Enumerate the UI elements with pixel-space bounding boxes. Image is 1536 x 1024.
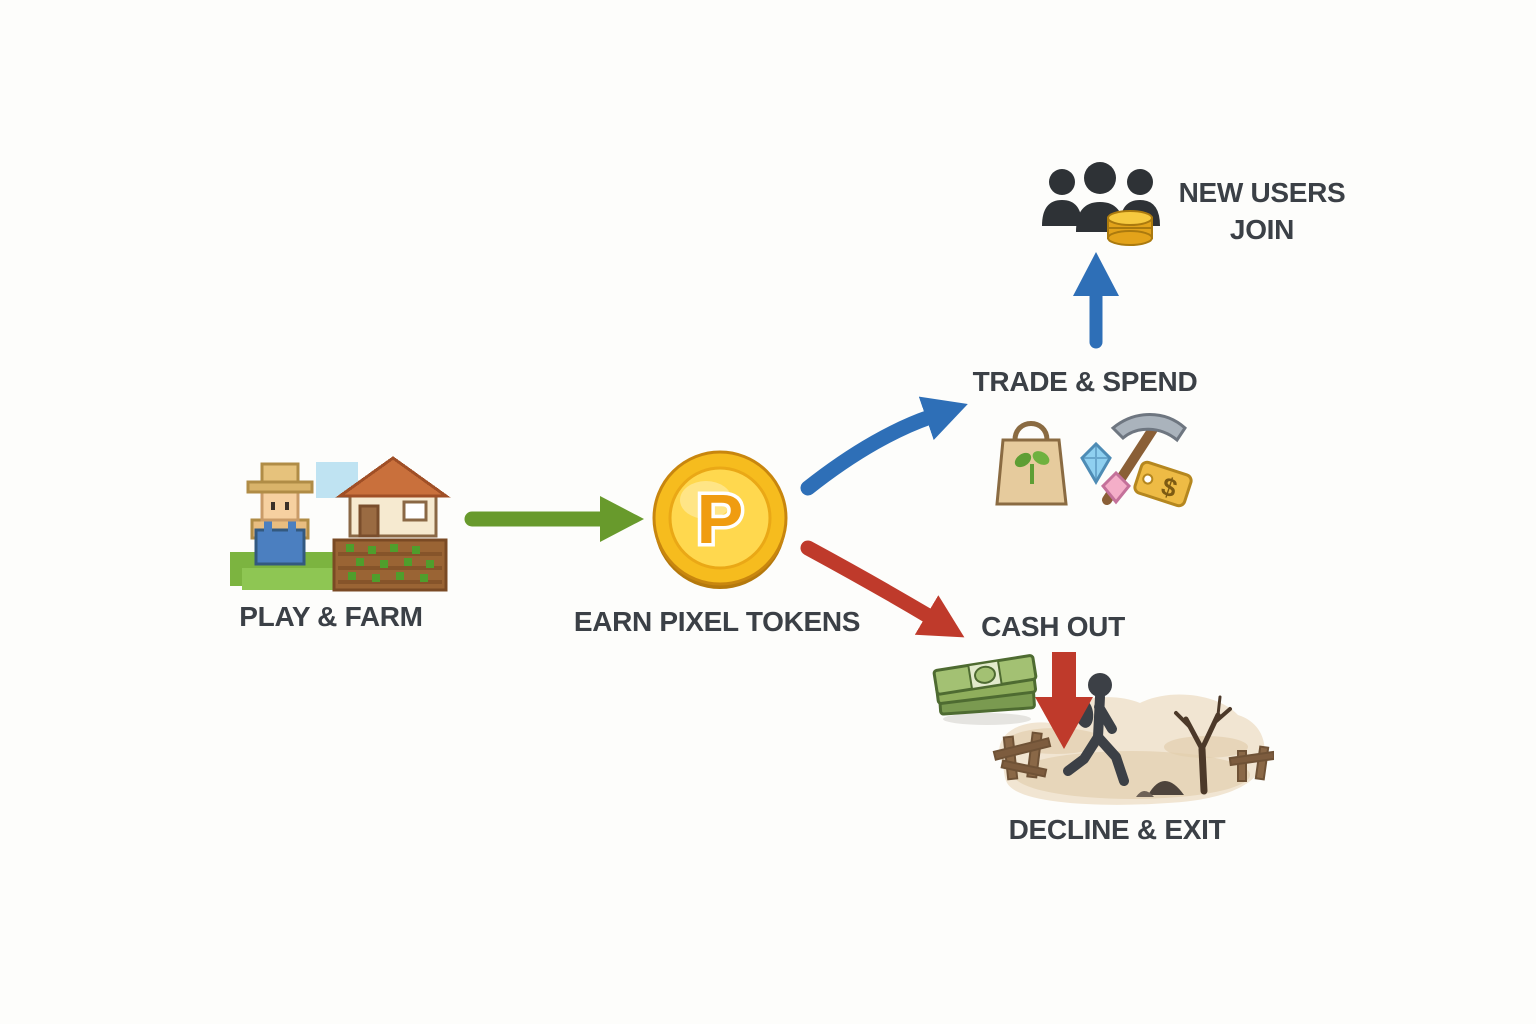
money-icon bbox=[932, 654, 1038, 725]
play-farm-illustration bbox=[228, 448, 453, 603]
coin-stack-icon bbox=[1107, 210, 1153, 246]
shopping-bag-icon bbox=[995, 421, 1068, 506]
crop-field-icon bbox=[332, 538, 448, 592]
cash-stack-illustration bbox=[930, 645, 1044, 727]
farmhouse-icon bbox=[335, 456, 451, 538]
farm-scene-icon bbox=[230, 456, 451, 592]
price-tag-icon: $ bbox=[1133, 460, 1193, 508]
pickaxe-icon bbox=[1110, 413, 1187, 443]
trade-spend-illustration: $ bbox=[985, 398, 1200, 518]
rock-icon bbox=[1148, 781, 1184, 795]
new-users-label-line2: JOIN bbox=[1229, 214, 1295, 245]
new-users-illustration bbox=[1036, 156, 1168, 252]
cash-out-label: CASH OUT bbox=[981, 611, 1125, 642]
coin-letter: P bbox=[697, 480, 744, 558]
pixel-token-coin: P bbox=[650, 450, 790, 590]
play-farm-label: PLAY & FARM bbox=[239, 601, 423, 632]
gems-icon bbox=[1080, 441, 1132, 505]
decline-exit-label: DECLINE & EXIT bbox=[1008, 814, 1226, 845]
top-banknote-icon bbox=[932, 654, 1038, 696]
new-users-label-line1: NEW USERS bbox=[1178, 177, 1346, 208]
new-users-label: NEW USERS JOIN bbox=[1162, 174, 1362, 248]
earn-tokens-label: EARN PIXEL TOKENS bbox=[573, 606, 861, 637]
trade-spend-label: TRADE & SPEND bbox=[972, 366, 1198, 397]
dead-tree-icon bbox=[1174, 695, 1232, 795]
fence-right-icon bbox=[1228, 745, 1276, 782]
arrow-earn-to-trade bbox=[800, 396, 968, 496]
farmer-icon bbox=[246, 462, 314, 566]
coin-icon: P bbox=[652, 450, 788, 589]
